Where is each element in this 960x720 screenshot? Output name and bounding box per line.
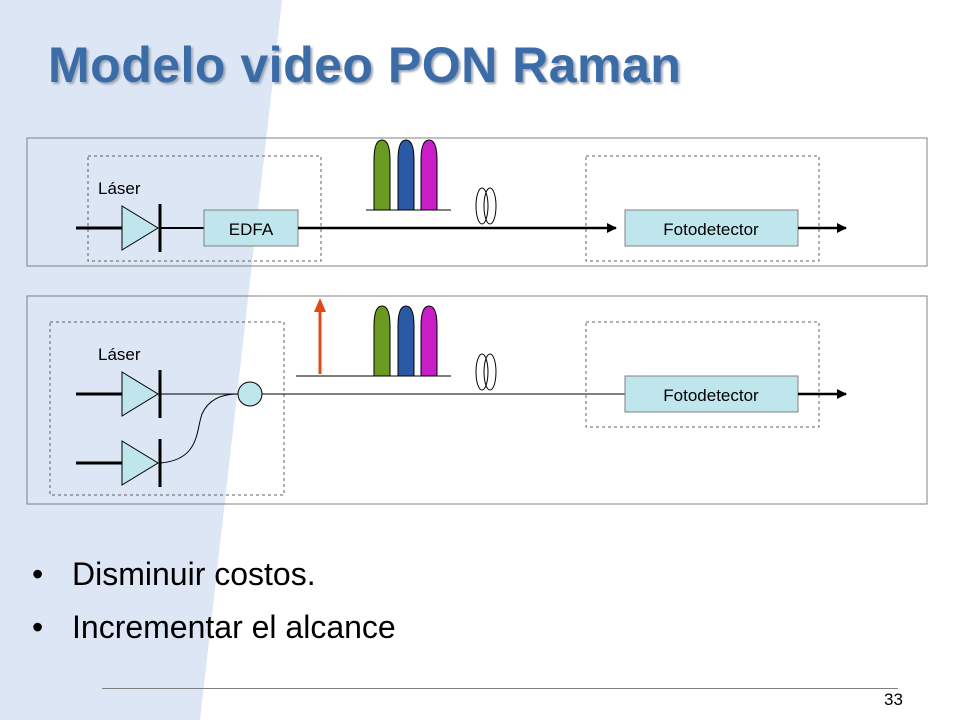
footer-divider bbox=[102, 688, 898, 689]
bottom-fotodetector-box bbox=[624, 375, 799, 413]
bullet-text: Incrementar el alcance bbox=[72, 609, 396, 645]
top-transmitter-box bbox=[87, 155, 322, 262]
top-fotodetector-box bbox=[624, 209, 799, 247]
top-laser-diode bbox=[121, 205, 159, 251]
pump-arrow-head bbox=[314, 298, 326, 312]
bottom-fiber-coil-icon bbox=[475, 353, 497, 391]
bullet-list: • Disminuir costos. • Incrementar el alcan… bbox=[32, 552, 396, 658]
top-fotodetector-label: Fotodetector bbox=[663, 220, 759, 239]
blue-pulse bbox=[397, 139, 415, 211]
bullet-dot-icon: • bbox=[32, 609, 44, 645]
bottom-transmitter-box bbox=[49, 321, 285, 496]
top-laser-label: Láser bbox=[98, 179, 141, 198]
top-diagram: Láser EDFA Fotodetector bbox=[26, 137, 928, 267]
bullet-text: Disminuir costos. bbox=[72, 556, 316, 592]
bottom-pump-laser-diode bbox=[121, 440, 159, 486]
top-receiver-box bbox=[585, 155, 820, 262]
bottom-signal-laser-diode bbox=[121, 371, 159, 417]
wdm-coupler bbox=[237, 381, 263, 407]
bullet-item: • Incrementar el alcance bbox=[32, 605, 396, 658]
slide-title: Modelo video PON Raman bbox=[48, 37, 682, 93]
top-diagram-frame bbox=[26, 137, 928, 267]
bullet-dot-icon: • bbox=[32, 556, 44, 592]
bullet-item: • Disminuir costos. bbox=[32, 552, 396, 605]
green-pulse bbox=[373, 139, 391, 211]
edfa-label: EDFA bbox=[229, 220, 274, 239]
top-fiber-coil-icon bbox=[475, 187, 497, 225]
bottom-fotodetector-label: Fotodetector bbox=[663, 386, 759, 405]
bottom-receiver-box bbox=[585, 321, 820, 428]
blue-pulse bbox=[397, 305, 415, 377]
top-wavelength-pulses bbox=[366, 139, 451, 211]
edfa-box bbox=[203, 209, 299, 247]
bottom-wavelength-pulses bbox=[296, 298, 451, 377]
magenta-pulse bbox=[420, 305, 438, 377]
bottom-diagram-frame bbox=[26, 295, 928, 505]
page-number: 33 bbox=[884, 690, 903, 709]
bottom-laser-label: Láser bbox=[98, 345, 141, 364]
green-pulse bbox=[373, 305, 391, 377]
bottom-diagram: Láser Fotodetector bbox=[26, 295, 928, 505]
pump-to-coupler bbox=[159, 393, 239, 464]
magenta-pulse bbox=[420, 139, 438, 211]
